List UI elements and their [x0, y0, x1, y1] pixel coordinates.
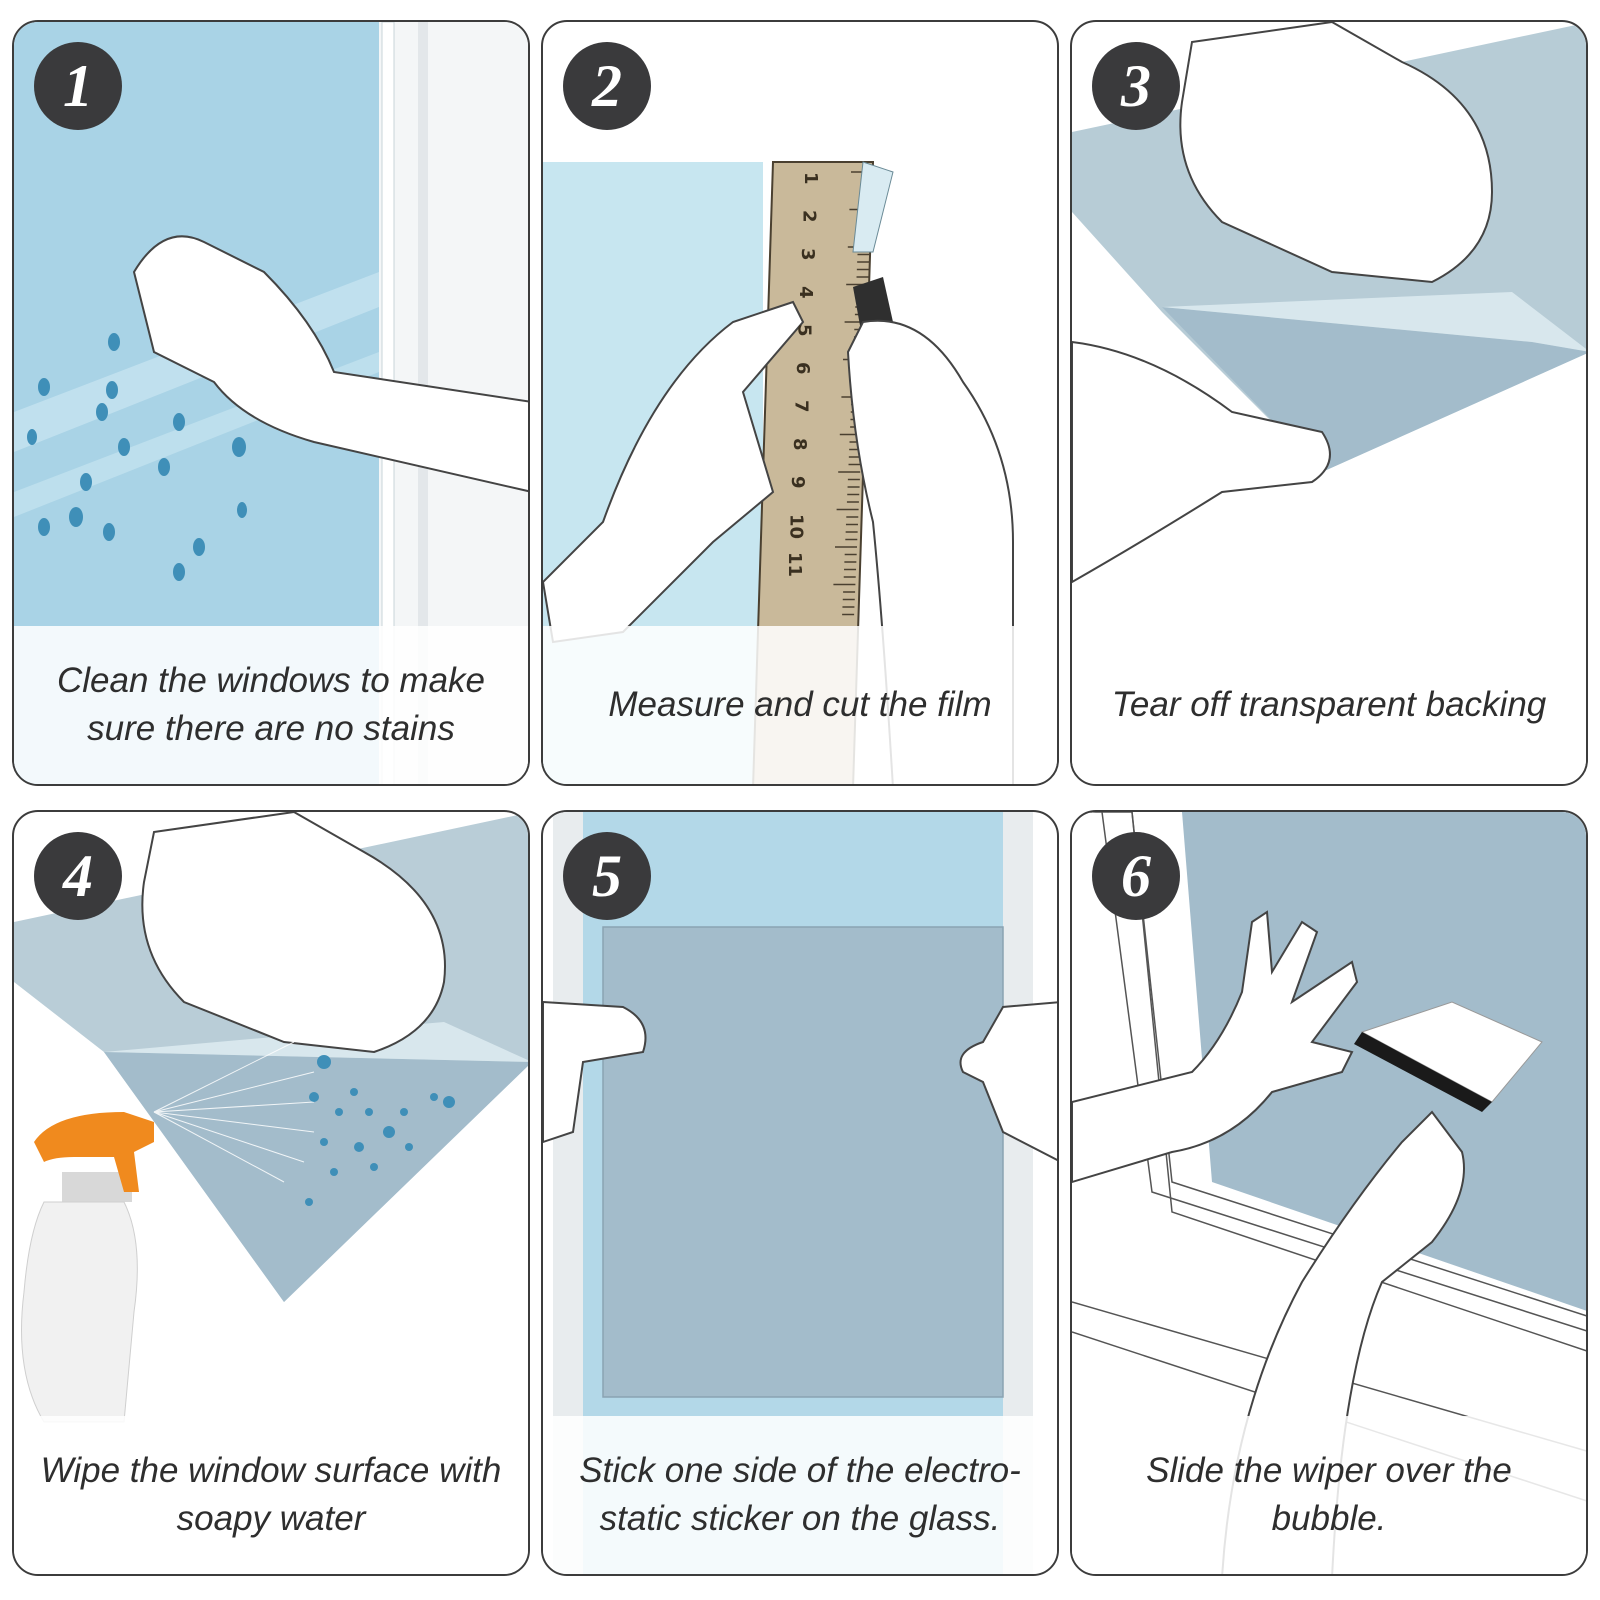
step-number-badge: 5 [563, 832, 651, 920]
tear-backing-illustration [1072, 22, 1586, 584]
step-caption-text: Stick one side of the electro-static sti… [579, 1451, 1021, 1538]
ruler-mark-label: 8 [789, 438, 810, 451]
ruler-mark-label: 7 [790, 400, 811, 413]
step-caption-text: Wipe the window surface with soapy water [40, 1451, 502, 1538]
ruler-mark-label: 1 [800, 172, 821, 185]
film-sheet-icon [602, 926, 1004, 1398]
step-caption-text: Clean the windows to make sure there are… [57, 661, 485, 748]
step-panel-3: 3 Tear off transparent backing [1070, 20, 1588, 786]
ruler-mark-label: 6 [792, 362, 813, 375]
ruler-mark-label: 9 [787, 476, 808, 489]
step-caption: Clean the windows to make sure there are… [14, 626, 528, 784]
step-panel-6: 6 Slide the wiper over the bubble. [1070, 810, 1588, 1576]
step-caption: Slide the wiper over the bubble. [1072, 1416, 1586, 1574]
step-number-badge: 3 [1092, 42, 1180, 130]
step-number-badge: 2 [563, 42, 651, 130]
squeegee-icon [1354, 1001, 1543, 1112]
step-caption-text: Tear off transparent backing [1111, 685, 1547, 724]
step-panel-1: 1 Clean the windows to make sure there a… [12, 20, 530, 786]
water-drop-icon [305, 1055, 455, 1206]
ruler-mark-label: 3 [797, 248, 818, 261]
step-caption-text: Measure and cut the film [608, 685, 992, 724]
spray-water-illustration [14, 812, 528, 1423]
ruler-mark-label: 10 [786, 514, 807, 539]
water-drop-icon [27, 333, 247, 581]
spray-bottle-icon [21, 1112, 154, 1423]
ruler-mark-label: 4 [795, 286, 816, 299]
step-panel-4: 4 Wipe the window surface with soapy wat… [12, 810, 530, 1576]
step-caption: Tear off transparent backing [1072, 626, 1586, 784]
step-panel-5: 5 Stick one side of the electro-static s… [541, 810, 1059, 1576]
ruler-mark-label: 11 [784, 552, 805, 577]
step-number-badge: 4 [34, 832, 122, 920]
ruler-mark-label: 2 [798, 210, 819, 223]
step-number-badge: 6 [1092, 832, 1180, 920]
step-caption: Measure and cut the film [543, 626, 1057, 784]
step-caption: Wipe the window surface with soapy water [14, 1416, 528, 1574]
ruler-mark-label: 5 [794, 324, 815, 337]
step-caption: Stick one side of the electro-static sti… [543, 1416, 1057, 1574]
step-number-badge: 1 [34, 42, 122, 130]
step-panel-2: 1 2 3 4 5 6 7 8 9 10 11 2 Measure and cut the film [541, 20, 1059, 786]
step-caption-text: Slide the wiper over the bubble. [1146, 1451, 1512, 1538]
